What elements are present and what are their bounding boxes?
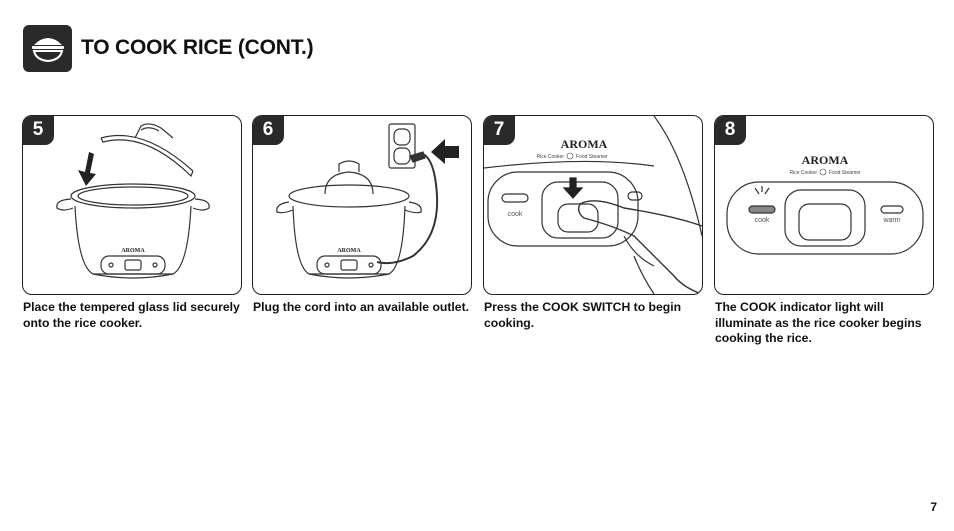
step-number-badge: 8 [715,116,746,145]
plug-cord-illustration: AROMA [276,123,459,279]
panel-subtitle-right: Food Steamer [829,170,861,176]
press-cook-switch-illustration: AROMA Rice Cooker Food Steamer cook [484,116,702,294]
step-number-badge: 7 [484,116,515,145]
step-7-illustration: 7 AROMA Rice Cooker Food Steamer [483,115,703,295]
step-number-badge: 6 [253,116,284,145]
step-7-caption: Press the COOK SWITCH to begin cooking. [484,300,682,330]
step-5-caption: Place the tempered glass lid securely on… [23,300,240,330]
rice-bowl-icon [23,24,72,72]
step-8-illustration: 8 AROMA Rice Cooker Food Steamer cook wa… [714,115,934,295]
panel-subtitle-right: Food Steamer [576,154,608,160]
cook-label: cook [755,217,770,224]
brand-logo-text: AROMA [337,248,361,254]
step-8: 8 AROMA Rice Cooker Food Steamer cook wa… [714,115,936,347]
rice-cooker-with-lid-illustration: AROMA [56,123,210,279]
brand-logo-text: AROMA [802,153,849,167]
step-6: 6 [252,115,474,316]
step-8-caption: The COOK indicator light will illuminate… [715,300,922,345]
step-5-illustration: 5 [22,115,242,295]
brand-logo-text: AROMA [121,248,145,254]
step-5: 5 [22,115,244,331]
brand-logo-text: AROMA [561,137,608,151]
step-6-caption: Plug the cord into an available outlet. [253,300,470,314]
cook-label: cook [508,211,523,218]
step-6-illustration: 6 [252,115,472,295]
panel-subtitle-left: Rice Cooker [536,154,564,160]
page-title: TO COOK RICE (CONT.) [81,36,314,59]
cook-light-illustration: AROMA Rice Cooker Food Steamer cook warm [726,153,924,255]
step-7: 7 AROMA Rice Cooker Food Steamer [483,115,705,331]
step-number-badge: 5 [23,116,54,145]
panel-subtitle-left: Rice Cooker [789,170,817,176]
warm-label: warm [882,217,900,224]
page-number: 7 [930,500,937,514]
page-header: TO COOK RICE (CONT.) [23,24,314,72]
